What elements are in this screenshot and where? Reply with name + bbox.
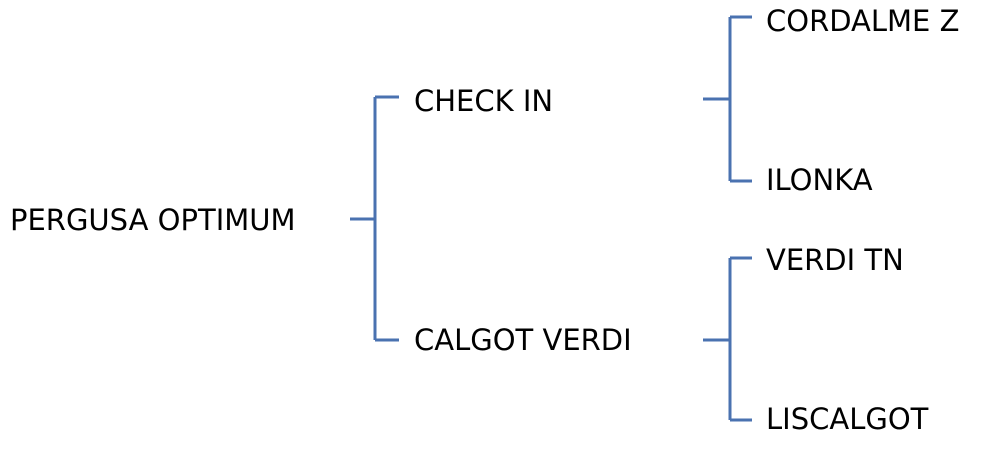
calgot-verdi-connector [703, 256, 752, 422]
check-in-connector [703, 15, 752, 183]
root-node-label: PERGUSA OPTIMUM [10, 203, 296, 237]
leaf-node-label-ilonka: ILONKA [766, 163, 873, 197]
branch-node-label-calgot-verdi: CALGOT VERDI [414, 323, 632, 357]
leaf-node-label-verdi-tn: VERDI TN [766, 243, 904, 277]
leaf-node-label-liscalgot: LISCALGOT [766, 402, 929, 436]
root-connector [350, 95, 399, 342]
branch-node-label-check-in: CHECK IN [414, 84, 554, 118]
leaf-node-label-cordalme-z: CORDALME Z [766, 4, 960, 38]
